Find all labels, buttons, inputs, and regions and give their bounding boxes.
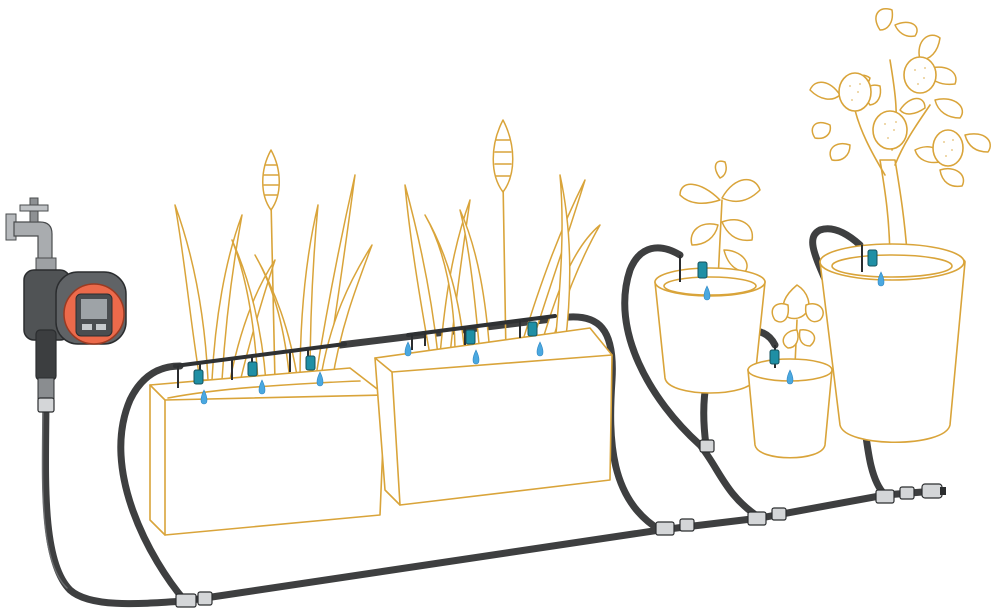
end-plug <box>921 483 946 499</box>
drip-heads <box>177 245 885 405</box>
drip-head <box>464 327 480 365</box>
planter-box-left <box>149 149 386 536</box>
t-connector <box>175 593 197 608</box>
t-connector <box>699 439 715 453</box>
drip-head <box>861 245 885 287</box>
drip-head <box>404 332 426 357</box>
tall-pot-plant <box>679 160 761 281</box>
tall-pot <box>654 160 766 394</box>
hose-connectors <box>37 397 915 608</box>
drip-head <box>177 364 208 405</box>
right-box-plants <box>404 119 601 356</box>
small-pot-plant <box>771 284 824 366</box>
hose-coupling <box>37 397 55 413</box>
large-pot <box>809 8 991 443</box>
faucet <box>5 197 57 273</box>
drip-head <box>519 320 544 357</box>
planter-box-right <box>374 119 613 506</box>
drip-head <box>231 357 266 395</box>
drip-head <box>679 255 711 301</box>
water-computer <box>23 269 127 401</box>
large-pot-tree <box>809 8 991 266</box>
t-connector <box>747 511 767 526</box>
t-connector <box>875 489 895 504</box>
drip-head <box>289 350 324 387</box>
t-connector <box>655 521 675 536</box>
drip-head <box>769 345 794 385</box>
small-pot <box>747 284 833 459</box>
